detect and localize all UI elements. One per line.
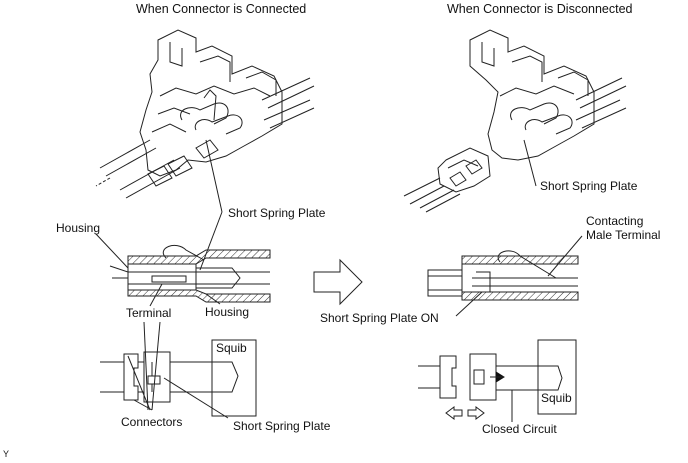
leader-housing-bottom — [205, 293, 221, 305]
label-short-spring-plate-top-right: Short Spring Plate — [540, 179, 638, 193]
disconnected-schematic — [418, 339, 577, 422]
label-housing-bottom: Housing — [205, 305, 249, 319]
leader-spring-plate-on — [455, 291, 483, 317]
label-housing-left: Housing — [56, 221, 100, 235]
label-short-spring-plate-bottom: Short Spring Plate — [233, 419, 331, 433]
leader-spring-plate-top-left — [205, 139, 223, 213]
squib-left-box — [211, 339, 257, 417]
leader-terminal — [149, 283, 163, 307]
movement-arrows-icon — [445, 406, 485, 420]
label-contacting-line2: Male Terminal — [586, 228, 660, 242]
transition-arrow — [313, 258, 363, 306]
label-short-spring-plate-on: Short Spring Plate ON — [320, 311, 439, 325]
title-connected: When Connector is Connected — [136, 2, 306, 16]
label-closed-circuit: Closed Circuit — [482, 422, 557, 436]
label-corner-mark: Y — [3, 449, 9, 459]
label-squib-left: Squib — [216, 341, 247, 355]
label-connectors: Connectors — [121, 415, 182, 429]
label-contacting-line1: Contacting — [586, 214, 643, 228]
connected-schematic — [100, 339, 257, 417]
leader-connectors-2 — [151, 321, 161, 411]
leader-spring-plate-to-section — [199, 211, 223, 271]
label-terminal: Terminal — [126, 306, 171, 320]
squib-right-box — [537, 339, 577, 415]
disconnected-cross-section — [427, 235, 583, 301]
leader-spring-plate-bottom — [163, 377, 229, 419]
connected-connector-illustration — [95, 29, 315, 199]
leader-connectors-3 — [127, 355, 151, 411]
connected-cross-section — [95, 233, 271, 303]
disconnected-connector-illustration — [403, 29, 627, 213]
label-squib-right: Squib — [541, 391, 572, 405]
label-short-spring-plate-top-left: Short Spring Plate — [228, 206, 326, 220]
leader-connectors-4 — [133, 399, 153, 411]
title-disconnected: When Connector is Disconnected — [447, 2, 633, 16]
leader-connectors-1 — [143, 321, 149, 411]
leader-spring-plate-top-right — [523, 139, 537, 187]
